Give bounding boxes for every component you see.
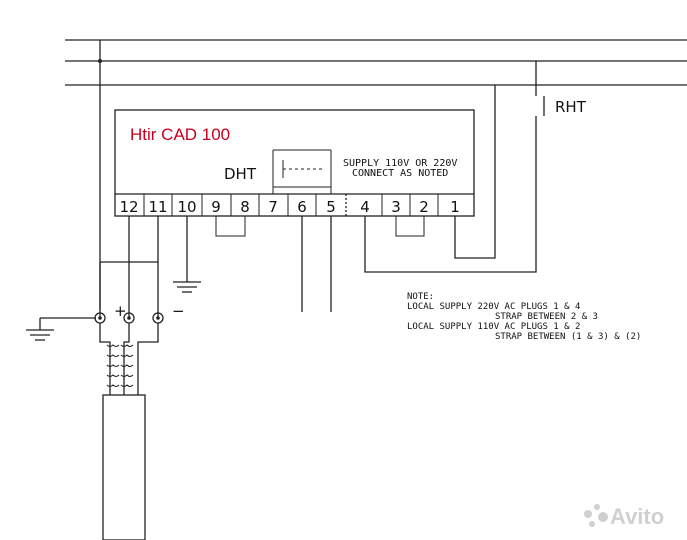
terminal-9: 9: [211, 198, 221, 216]
note-line-1: LOCAL SUPPLY 220V AC PLUGS 1 & 4: [407, 302, 580, 312]
supply-text-1: SUPPLY 110V OR 220V: [343, 158, 457, 169]
avito-watermark: Avito: [584, 504, 664, 529]
terminal-2: 2: [419, 198, 429, 216]
note-line-4: STRAP BETWEEN (1 & 3) & (2): [495, 332, 641, 342]
supply-text-2: CONNECT AS NOTED: [352, 168, 448, 179]
sensor-wiring: + −: [40, 216, 188, 324]
rht-switch: RHT: [535, 61, 587, 116]
note: NOTE: LOCAL SUPPLY 220V AC PLUGS 1 & 4 S…: [407, 292, 641, 342]
watermark-text: Avito: [610, 504, 664, 529]
wire-4-rht: [364, 116, 537, 273]
bus-lines: [65, 39, 687, 310]
rht-label: RHT: [555, 98, 587, 116]
ground-symbol-left: [26, 318, 54, 341]
terminal-7: 7: [268, 198, 278, 216]
terminal-8: 8: [240, 198, 250, 216]
terminal-10: 10: [177, 198, 196, 216]
terminal-5: 5: [326, 198, 336, 216]
strap-3-2: [395, 216, 425, 237]
terminal-strip: 12 11 10 9 8 7 6 5 4 3 2 1: [115, 193, 474, 216]
dht-contact: DHT: [224, 149, 332, 194]
minus-label: −: [172, 302, 185, 320]
terminal-1: 1: [450, 198, 460, 216]
device-title: Htir CAD 100: [130, 125, 230, 144]
sensor-probe: [99, 323, 159, 540]
ground-symbol-right: [173, 278, 201, 293]
note-heading: NOTE:: [407, 292, 434, 302]
dht-label: DHT: [224, 165, 257, 183]
terminal-6: 6: [297, 198, 307, 216]
wire-1-rht: [454, 85, 496, 259]
note-line-3: LOCAL SUPPLY 110V AC PLUGS 1 & 2: [407, 322, 580, 332]
terminal-3: 3: [391, 198, 401, 216]
terminal-12: 12: [119, 198, 138, 216]
terminal-11: 11: [148, 198, 167, 216]
controller-box: [114, 109, 475, 217]
note-line-2: STRAP BETWEEN 2 & 3: [495, 312, 598, 322]
terminal-4: 4: [360, 198, 370, 216]
plus-label: +: [114, 302, 127, 320]
strap-9-8: [215, 216, 246, 237]
